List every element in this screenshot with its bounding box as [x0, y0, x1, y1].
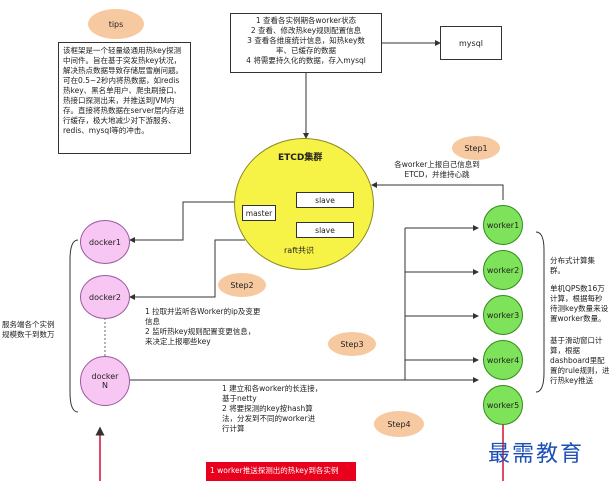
- worker-note-window: 基于滑动窗口计 算，根据 dashboard里配 置的rule规则，进 行热ke…: [550, 336, 610, 385]
- etcd-title: ETCD集群: [278, 153, 323, 163]
- etcd-info-line: 3 查看各维度统计信息，知热key数: [247, 36, 365, 45]
- worker3-node: worker3: [483, 295, 523, 335]
- watermark: 最需教育: [488, 442, 585, 467]
- tips-text: 该框架是一个轻量级通用热key探测中间件。旨在基于突发热key状况，解决热点数据…: [63, 46, 185, 135]
- etcd-info-line: 4 将需要持久化的数据，存入mysql: [246, 56, 366, 65]
- worker-note-qps: 单机QPS数16万 计算，根据每秒 待测key数量来设 置worker数量。: [550, 284, 609, 323]
- tips-box: 该框架是一个轻量级通用热key探测中间件。旨在基于突发热key状况，解决热点数据…: [58, 42, 191, 154]
- step3-badge: Step3: [328, 332, 376, 356]
- etcd-info-line: 率、已缓存的数据: [276, 46, 336, 55]
- step2-text: 1 拉取并监听各Worker的ip及变更 信息 2 监听热key规则配置变更信息…: [145, 307, 261, 346]
- worker-note-cluster: 分布式计算集 群。: [550, 256, 595, 275]
- etcd-raft-label: raft共识: [284, 246, 315, 255]
- mysql-node: mysql: [440, 26, 502, 60]
- worker4-node: worker4: [483, 340, 523, 380]
- step1-text: 各worker上报自己信息到 ETCD，并维持心跳: [394, 160, 480, 179]
- step1-badge: Step1: [452, 136, 500, 160]
- worker1-node: worker1: [483, 205, 523, 245]
- step4-banner: 1 worker推送探测出的热key到各实例: [206, 462, 356, 481]
- docker2-node: docker2: [80, 275, 130, 319]
- worker5-node: worker5: [483, 385, 523, 425]
- docker-side-note: 服务端各个实例 规模数千到数万: [2, 320, 55, 339]
- dockerN-node: docker N: [80, 356, 130, 406]
- etcd-info-line: 1 查看各实例期各worker状态: [255, 16, 357, 25]
- worker2-node: worker2: [483, 250, 523, 290]
- etcd-master: master: [242, 205, 276, 221]
- etcd-info-box: 1 查看各实例期各worker状态 2 查看、修改热key规则配置信息 3 查看…: [230, 13, 382, 73]
- etcd-slave-1: slave: [296, 192, 354, 208]
- docker1-node: docker1: [80, 220, 130, 264]
- etcd-info-line: 2 查看、修改热key规则配置信息: [250, 26, 362, 35]
- tips-badge: tips: [88, 9, 144, 39]
- step4-badge: Step4: [374, 411, 424, 437]
- etcd-slave-2: slave: [296, 222, 354, 238]
- step3-text: 1 建立和各worker的长连接， 基于netty 2 将要探测的key按has…: [222, 384, 323, 433]
- step2-badge: Step2: [218, 273, 266, 297]
